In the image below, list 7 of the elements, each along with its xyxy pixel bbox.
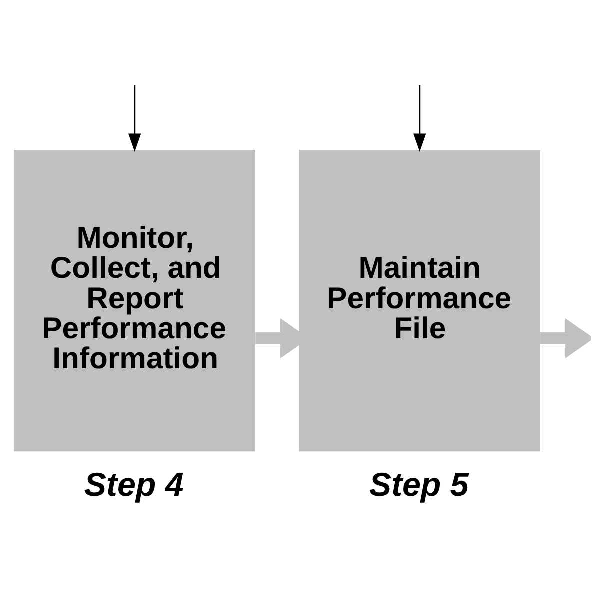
arrow — [540, 318, 591, 358]
node-label: Step 4 — [84, 466, 184, 504]
node-box: Monitor, Collect, and Report Performance Information — [14, 149, 256, 452]
arrow — [414, 84, 426, 152]
node-box: Maintain Performance File — [299, 149, 540, 452]
arrow — [128, 84, 142, 152]
node-label: Step 5 — [369, 466, 469, 504]
